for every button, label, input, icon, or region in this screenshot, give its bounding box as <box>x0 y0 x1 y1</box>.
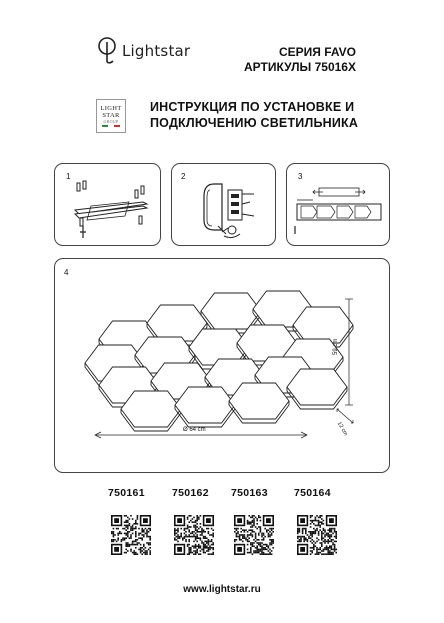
luminaire-drawing <box>84 290 354 439</box>
mounting-bracket-illustration <box>73 180 149 238</box>
article-code-4: 750164 <box>294 487 331 499</box>
series-title: СЕРИЯ FAVO <box>278 45 356 59</box>
depth-dimension-arrows <box>336 408 354 424</box>
articles-title: АРТИКУЛЫ 75016X <box>244 60 356 74</box>
assembly-illustration <box>294 187 382 234</box>
hexagon-cell <box>228 382 290 420</box>
series-block: СЕРИЯ FAVO АРТИКУЛЫ 75016X <box>244 45 356 75</box>
step-3-number: 3 <box>298 172 303 181</box>
depth-dimension-line <box>336 408 354 424</box>
qr-code-750164[interactable] <box>297 515 337 555</box>
brand-name: Lightstar <box>122 42 191 60</box>
hexagon-cell <box>200 292 262 330</box>
hexagon-side <box>228 401 290 424</box>
step-1-number: 1 <box>66 172 71 181</box>
instruction-line1: ИНСТРУКЦИЯ ПО УСТАНОВКЕ И <box>150 100 355 114</box>
group-logo-line3: GROUP <box>103 119 119 124</box>
instruction-title: ИНСТРУКЦИЯ ПО УСТАНОВКЕ И ПОДКЛЮЧЕНИЮ СВ… <box>150 99 358 131</box>
brand-logo: Lightstar <box>96 36 190 66</box>
flag-stripe <box>102 125 120 127</box>
width-dimension-arrows <box>94 431 308 439</box>
hexagon-cell <box>292 306 354 344</box>
step-1-panel: 1 <box>54 163 161 246</box>
article-code-2: 750162 <box>172 487 209 499</box>
article-code-1: 750161 <box>108 487 145 499</box>
height-dimension-label: 59 cm <box>333 338 339 355</box>
qr-code-750162[interactable] <box>174 515 214 555</box>
instruction-line2: ПОДКЛЮЧЕНИЮ СВЕТИЛЬНИКА <box>150 116 359 130</box>
hexagon-side <box>286 387 348 410</box>
lightstar-group-logo: LIGHT STAR GROUP <box>96 99 126 133</box>
qr-code-750163[interactable] <box>234 515 274 555</box>
qr-code-750161[interactable] <box>111 515 151 555</box>
step-2-number: 2 <box>181 172 186 181</box>
step-4-panel: 4 Ø 64 cm 59 cm 12 cm <box>54 258 390 473</box>
wiring-terminal-illustration <box>203 183 255 239</box>
lightbulb-icon <box>98 37 116 64</box>
width-dimension-label: Ø 64 cm <box>183 427 206 433</box>
step-2-panel: 2 <box>171 163 276 246</box>
step-4-number: 4 <box>64 268 69 277</box>
article-code-3: 750163 <box>231 487 268 499</box>
hexagon-cell <box>174 386 236 424</box>
group-logo-line2: STAR <box>102 112 120 119</box>
hexagon-cells <box>84 290 354 432</box>
step-3-panel: 3 <box>286 163 390 246</box>
website-link[interactable]: www.lightstar.ru <box>183 584 261 595</box>
group-logo-line1: LIGHT <box>100 105 122 112</box>
hexagon-cell <box>120 390 182 428</box>
hexagon-cell <box>286 368 348 406</box>
